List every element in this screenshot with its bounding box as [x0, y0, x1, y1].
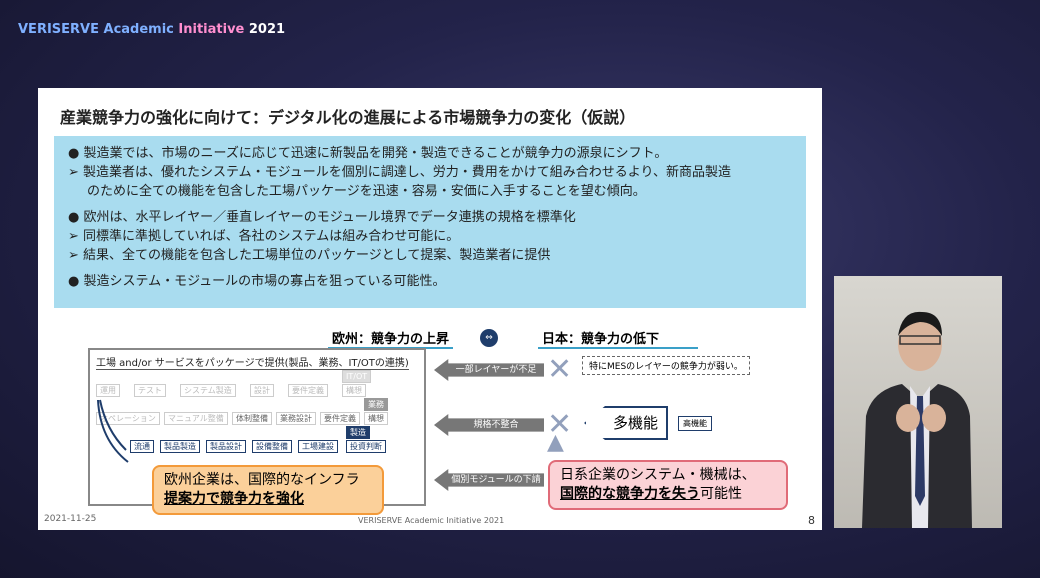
- japan-header: 日本：競争力の低下: [538, 328, 698, 349]
- bullet: のために全ての機能を包含した工場パッケージを迅速・容易・安価に入手することを望む…: [87, 184, 646, 199]
- step: 製品設計: [206, 440, 246, 453]
- step: 運用: [96, 384, 120, 397]
- step: 投資判断: [346, 440, 386, 453]
- bullet: ➢ 結果、全ての機能を包含した工場単位のパッケージとして提案、製造業者に提供: [68, 248, 551, 263]
- biz-label: 業務: [364, 398, 388, 411]
- speaker-figure: [862, 311, 972, 528]
- slide-date: 2021-11-25: [44, 514, 97, 524]
- step: システム製造: [180, 384, 236, 397]
- bullet: ● 製造業では、市場のニーズに応じて迅速に新製品を開発・製造できることが競争力の…: [68, 146, 668, 161]
- step: 構想: [364, 412, 388, 425]
- arrow-standard-mismatch: 規格不整合: [434, 414, 544, 436]
- japan-callout: 日系企業のシステム・機械は、国際的な競争力を失う可能性: [548, 460, 788, 510]
- bullet: ● 欧州は、水平レイヤー／垂直レイヤーのモジュール境界でデータ連携の規格を標準化: [68, 210, 576, 225]
- flow-arrows: [97, 399, 129, 463]
- triangle-icon: ▲: [547, 430, 564, 455]
- step: テスト: [134, 384, 166, 397]
- step: 体制整備: [232, 412, 272, 425]
- multi-function-tag: 多機能: [584, 406, 668, 440]
- high-function-tag: 高機能: [678, 416, 712, 431]
- swap-icon: ⇔: [480, 329, 498, 347]
- page-number: 8: [808, 514, 815, 527]
- step: 流通: [130, 440, 154, 453]
- step: 構想: [342, 384, 366, 397]
- step: 工場建設: [298, 440, 338, 453]
- step: 要件定義: [320, 412, 360, 425]
- event-logo: VERISERVE Academic Initiative 2021: [18, 22, 286, 37]
- diagram-title: 工場 and/or サービスをパッケージで提供(製品、業務、IT/OTの連携): [96, 354, 409, 370]
- europe-callout: 欧州企業は、国際的なインフラ提案力で競争力を強化: [152, 465, 384, 515]
- slide-title: 産業競争力の強化に向けて：デジタル化の進展による市場競争力の変化（仮説）: [60, 108, 636, 127]
- speaker-video: [834, 276, 1002, 528]
- europe-header: 欧州：競争力の上昇: [328, 328, 454, 349]
- it-label: IT/OT: [342, 370, 372, 383]
- mfg-label: 製造: [346, 426, 370, 439]
- step: マニュアル整備: [164, 412, 228, 425]
- cross-icon: ✕: [547, 407, 573, 442]
- arrow-missing-layer: 一部レイヤーが不足: [434, 359, 544, 381]
- bullet: ● 製造システム・モジュールの市場の寡占を狙っている可能性。: [68, 274, 446, 289]
- step: 製品製造: [160, 440, 200, 453]
- arrow-subcontract: 個別モジュールの下請: [434, 469, 544, 491]
- step: 業務設計: [276, 412, 316, 425]
- bullet: ➢ 製造業者は、優れたシステム・モジュールを個別に調達し、労力・費用をかけて組み…: [68, 165, 731, 180]
- step: 設計: [250, 384, 274, 397]
- mes-note: 特にMESのレイヤーの競争力が弱い。: [582, 356, 750, 375]
- bullet: ➢ 同標準に準拠していれば、各社のシステムは組み合わせ可能に。: [68, 229, 460, 244]
- presentation-slide: 産業競争力の強化に向けて：デジタル化の進展による市場競争力の変化（仮説） ● 製…: [38, 88, 822, 530]
- step: オペレーション: [96, 412, 160, 425]
- step: 要件定義: [288, 384, 328, 397]
- summary-box: ● 製造業では、市場のニーズに応じて迅速に新製品を開発・製造できることが競争力の…: [54, 136, 806, 308]
- step: 設備整備: [252, 440, 292, 453]
- cross-icon: ✕: [547, 352, 573, 387]
- slide-footer: VERISERVE Academic Initiative 2021: [358, 516, 505, 525]
